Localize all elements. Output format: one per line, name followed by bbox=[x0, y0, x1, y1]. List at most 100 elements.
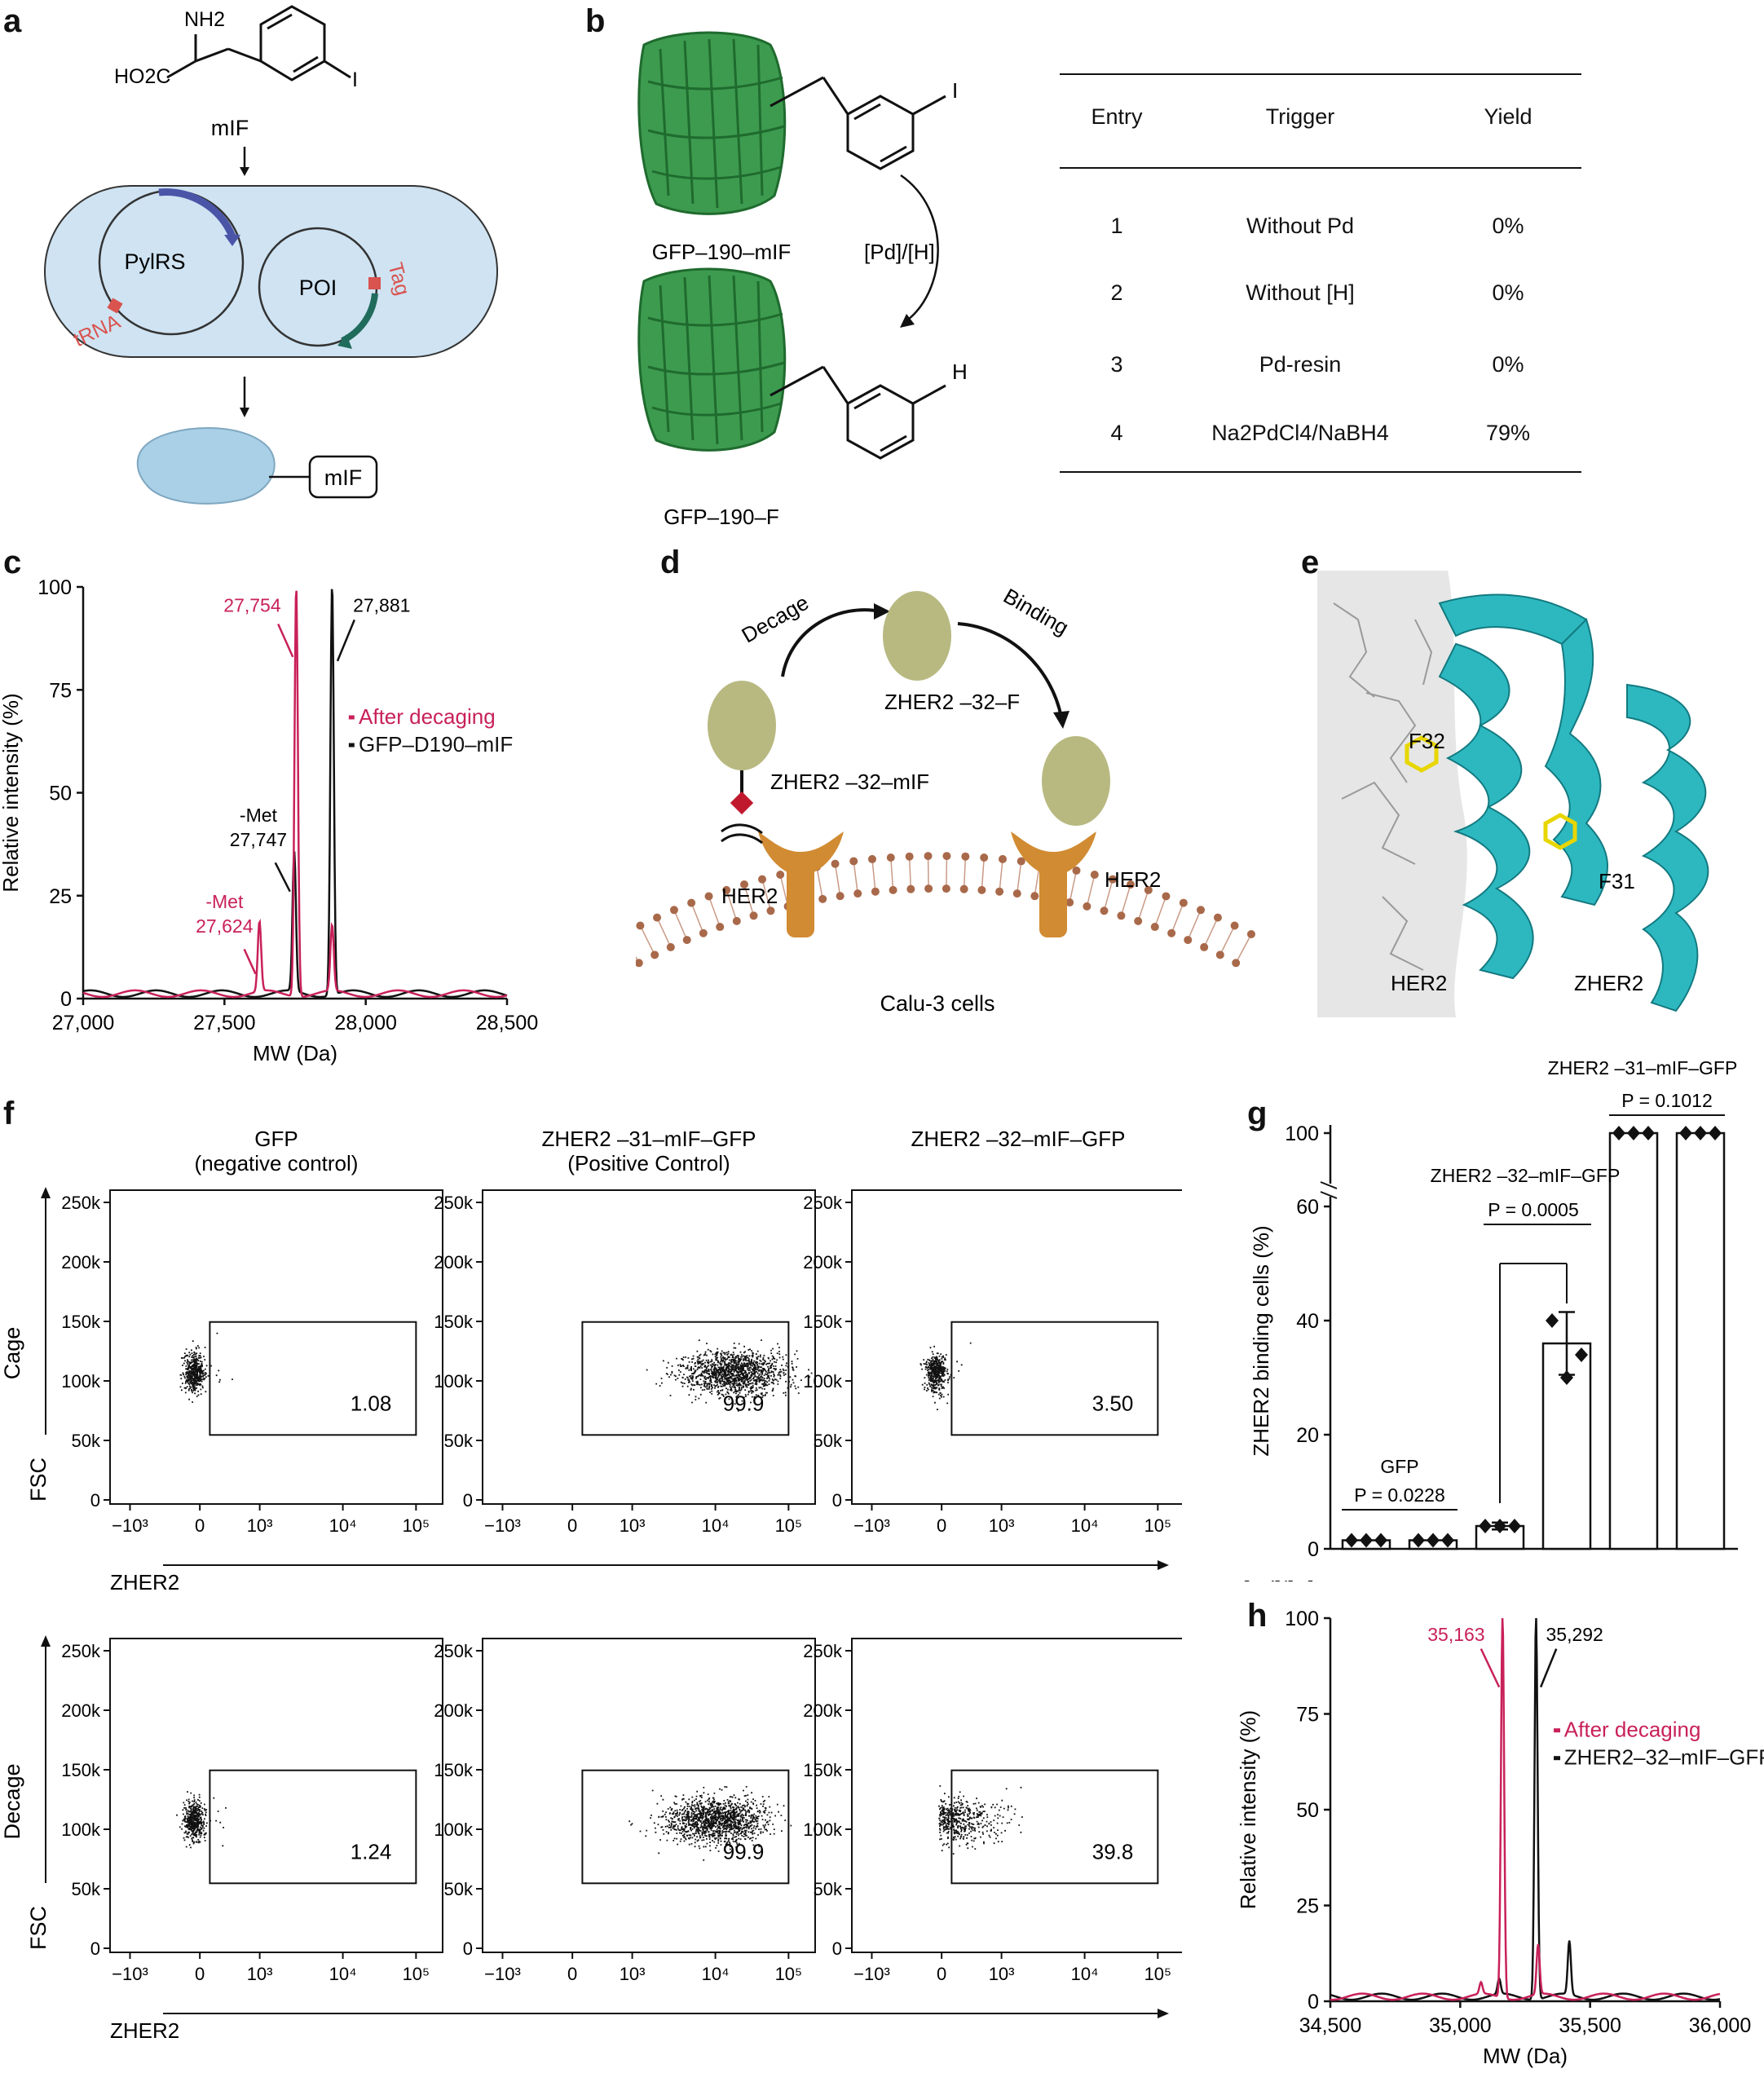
cell-entry: 1 bbox=[1110, 214, 1123, 238]
flow-events bbox=[628, 1786, 792, 1861]
x-tick-label: −10³ bbox=[853, 1964, 890, 1984]
flow-plot-frame bbox=[482, 1189, 816, 1505]
x-tick-label: 10⁵ bbox=[403, 1515, 430, 1536]
x-tick-label: 10⁵ bbox=[1144, 1515, 1172, 1536]
x-tick-label: 10³ bbox=[620, 1964, 646, 1984]
y-tick-label: 0 bbox=[832, 1490, 842, 1511]
x-tick-label: 0 bbox=[937, 1964, 946, 1984]
flow-events bbox=[176, 1791, 227, 1849]
row-label: Decage bbox=[0, 1763, 24, 1839]
y-tick-label: 0 bbox=[1308, 1538, 1319, 1561]
x-category-label: + bbox=[1560, 1577, 1572, 1581]
data-point bbox=[1493, 1519, 1506, 1533]
y-tick-label: 50 bbox=[49, 783, 72, 805]
fsc-arrowhead bbox=[41, 1635, 51, 1647]
gate-percent: 1.24 bbox=[351, 1839, 392, 1863]
column-title: ZHER2 –32–mIF–GFP bbox=[911, 1127, 1126, 1151]
column-subtitle: (negative control) bbox=[195, 1151, 359, 1175]
p-value: P = 0.1012 bbox=[1621, 1090, 1713, 1111]
y-tick-label: 250k bbox=[61, 1641, 101, 1661]
mif-label: mIF bbox=[211, 116, 249, 140]
zher2-arrowhead bbox=[1158, 1560, 1169, 1570]
annot-line bbox=[1480, 1648, 1501, 1688]
panel-e-structure: F32 F31 HER2 ZHER2 bbox=[1317, 571, 1764, 1017]
binding-label: Binding bbox=[999, 584, 1073, 640]
yield-table-bottom-rule bbox=[1060, 471, 1581, 473]
y-tick-label: 150k bbox=[61, 1312, 101, 1332]
y-tick-label: 100 bbox=[1285, 1123, 1319, 1145]
flow-events bbox=[919, 1342, 972, 1410]
y-tick-label: 25 bbox=[1296, 1895, 1319, 1918]
data-point bbox=[1679, 1126, 1692, 1140]
y-axis-label: Relative intensity (%) bbox=[0, 693, 23, 892]
x-tick-label: −10³ bbox=[484, 1515, 521, 1536]
her2-sticks bbox=[1333, 602, 1433, 971]
group-label: GFP bbox=[1380, 1456, 1418, 1477]
flow-plot-frame bbox=[109, 1638, 443, 1953]
gate-rect bbox=[950, 1769, 1159, 1885]
x-axis-label: MW (Da) bbox=[253, 1041, 337, 1065]
y-tick-label: 250k bbox=[434, 1641, 474, 1661]
mif-molecule bbox=[166, 5, 351, 82]
y-tick-label: 25 bbox=[49, 885, 72, 908]
zher2-axis-label: ZHER2 bbox=[110, 2018, 179, 2043]
annot-27881: 27,881 bbox=[353, 594, 410, 615]
flow-plot-frame bbox=[482, 1638, 816, 1953]
y-tick-label: 50k bbox=[814, 1879, 843, 1899]
panel-a: NH2 HO2C I mIF PylRS tRNA POI Tag mIF bbox=[44, 5, 498, 505]
y-tick-label: 150k bbox=[803, 1760, 843, 1780]
x-tick-label: 0 bbox=[567, 1515, 577, 1536]
zher2-f-label: ZHER2 –32–F bbox=[884, 690, 1020, 714]
e-zher2-label: ZHER2 bbox=[1574, 971, 1643, 995]
data-point bbox=[1479, 1519, 1492, 1533]
p-value: P = 0.0005 bbox=[1488, 1199, 1579, 1220]
y-tick-label: 250k bbox=[61, 1193, 101, 1213]
e-her2-label: HER2 bbox=[1391, 971, 1447, 995]
x-axis-label: MW (Da) bbox=[1483, 2044, 1568, 2068]
cell-trigger: Without Pd bbox=[1246, 214, 1355, 238]
panel-label-e: e bbox=[1301, 545, 1320, 580]
x-axis-label: [Pd]/[H] bbox=[1243, 1577, 1314, 1581]
data-point bbox=[1374, 1533, 1387, 1548]
annot-met: -Met bbox=[240, 805, 278, 826]
zher2-arrowhead bbox=[1158, 2009, 1169, 2018]
zher2-helices bbox=[1438, 593, 1709, 1012]
x-tick-label: −10³ bbox=[853, 1515, 890, 1536]
x-tick-label: 10⁵ bbox=[1144, 1964, 1172, 1984]
cell-yield: 0% bbox=[1492, 214, 1524, 238]
x-tick-label: 27,500 bbox=[193, 1012, 255, 1034]
series-line-1 bbox=[1330, 1617, 1721, 2001]
poi-label: POI bbox=[299, 276, 337, 300]
y-tick-label: 50k bbox=[814, 1431, 843, 1451]
fsc-label: FSC bbox=[26, 1458, 51, 1502]
y-tick-label: 100k bbox=[61, 1819, 101, 1840]
panel-b-scheme: I GFP–190–mIF [Pd]/[H] H GFP–190–F bbox=[637, 31, 968, 529]
x-tick-label: 28,500 bbox=[476, 1012, 538, 1034]
x-tick-label: 10³ bbox=[247, 1515, 273, 1536]
annot-27624: 27,624 bbox=[196, 915, 254, 937]
zher2-axis-label: ZHER2 bbox=[110, 1570, 179, 1594]
y-tick-label: 0 bbox=[1308, 1991, 1319, 2013]
x-tick-label: 10⁴ bbox=[329, 1964, 357, 1984]
y-tick-label: 100k bbox=[803, 1819, 843, 1840]
annot-35163: 35,163 bbox=[1427, 1624, 1484, 1645]
gfp-190-mif-label: GFP–190–mIF bbox=[652, 240, 792, 264]
y-tick-label: 200k bbox=[61, 1700, 101, 1721]
gate-rect bbox=[581, 1321, 790, 1436]
data-point bbox=[1694, 1126, 1707, 1140]
phe-residues bbox=[1405, 735, 1577, 850]
panel-label-a: a bbox=[3, 3, 22, 39]
x-tick-label: 10³ bbox=[989, 1515, 1015, 1536]
gate-rect bbox=[209, 1321, 417, 1436]
x-tick-label: 0 bbox=[937, 1515, 946, 1536]
panel-label-d: d bbox=[660, 545, 681, 580]
y-tick-label: 100k bbox=[803, 1371, 843, 1392]
flow-events bbox=[938, 1785, 1023, 1855]
x-tick-label: −10³ bbox=[112, 1964, 148, 1984]
x-category-label: – bbox=[1628, 1577, 1640, 1581]
